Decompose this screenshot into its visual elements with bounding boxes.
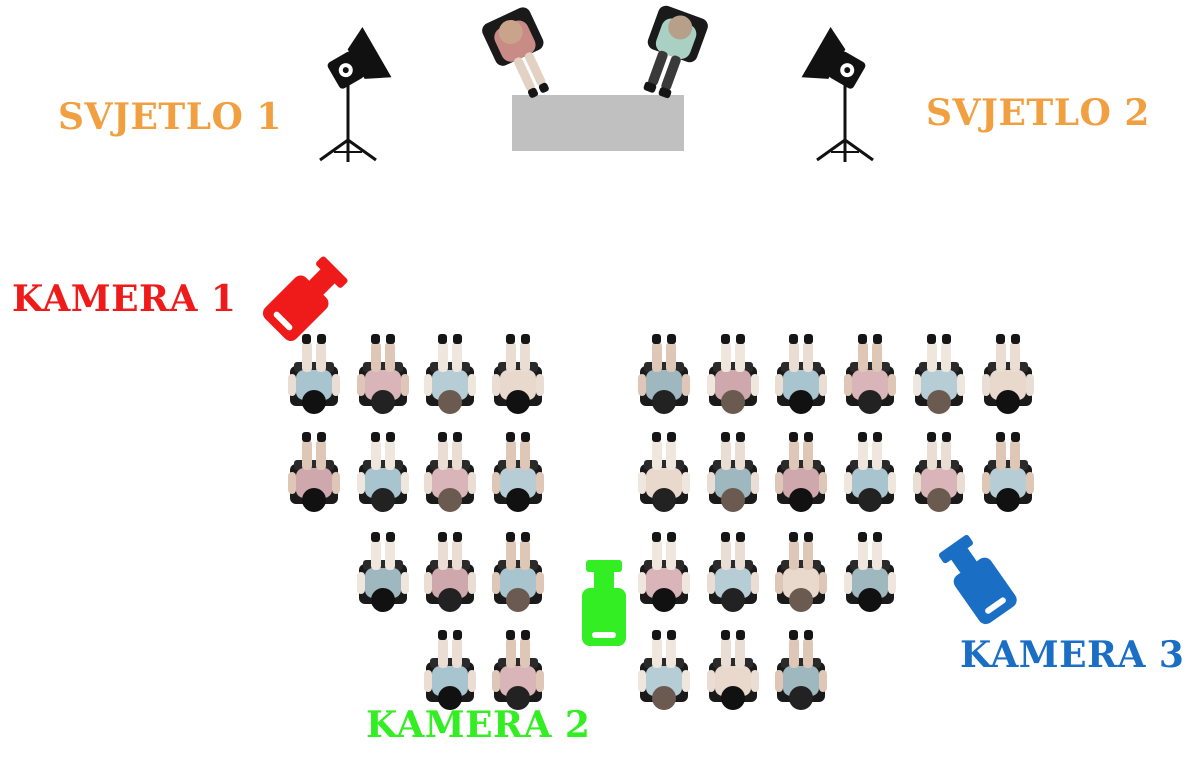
studio-light-icon [801, 27, 875, 164]
seated-person-icon [424, 630, 476, 710]
video-camera-icon [259, 252, 352, 345]
seated-person-icon [844, 532, 896, 612]
seated-person-icon [707, 432, 759, 512]
seated-person-icon [492, 432, 544, 512]
seated-person-icon [288, 432, 340, 512]
seated-person-icon [982, 432, 1034, 512]
seated-person-icon [707, 532, 759, 612]
video-camera-icon [582, 560, 626, 646]
seated-person-icon [424, 432, 476, 512]
seated-person-icon [844, 432, 896, 512]
video-camera-icon [934, 531, 1020, 628]
seated-person-icon [707, 630, 759, 710]
light-2-label: SVJETLO 2 [926, 92, 1150, 134]
seated-person-icon [638, 532, 690, 612]
seated-person-icon [424, 334, 476, 414]
seated-person-icon [913, 432, 965, 512]
seated-person-icon [844, 334, 896, 414]
seated-person-icon [638, 432, 690, 512]
studio-light-icon [318, 27, 392, 164]
seated-person-icon [707, 334, 759, 414]
seated-person-icon [424, 532, 476, 612]
seated-person-icon [288, 334, 340, 414]
seated-person-icon [357, 532, 409, 612]
table [512, 95, 684, 151]
audience [288, 334, 1034, 710]
host-right [643, 5, 708, 99]
seated-person-icon [492, 630, 544, 710]
seated-person-icon [913, 334, 965, 414]
light-1-label: SVJETLO 1 [58, 96, 282, 138]
seated-person-icon [775, 532, 827, 612]
host-left [482, 7, 549, 98]
camera-3-label: KAMERA 3 [960, 634, 1185, 676]
camera-2-label: KAMERA 2 [366, 704, 591, 746]
seated-person-icon [638, 630, 690, 710]
seated-person-icon [775, 334, 827, 414]
seated-person-icon [775, 630, 827, 710]
camera-1-label: KAMERA 1 [12, 278, 237, 320]
seated-person-icon [492, 532, 544, 612]
seated-person-icon [638, 334, 690, 414]
seated-person-icon [357, 334, 409, 414]
seated-person-icon [982, 334, 1034, 414]
seated-person-icon [357, 432, 409, 512]
seated-person-icon [775, 432, 827, 512]
seated-person-icon [492, 334, 544, 414]
